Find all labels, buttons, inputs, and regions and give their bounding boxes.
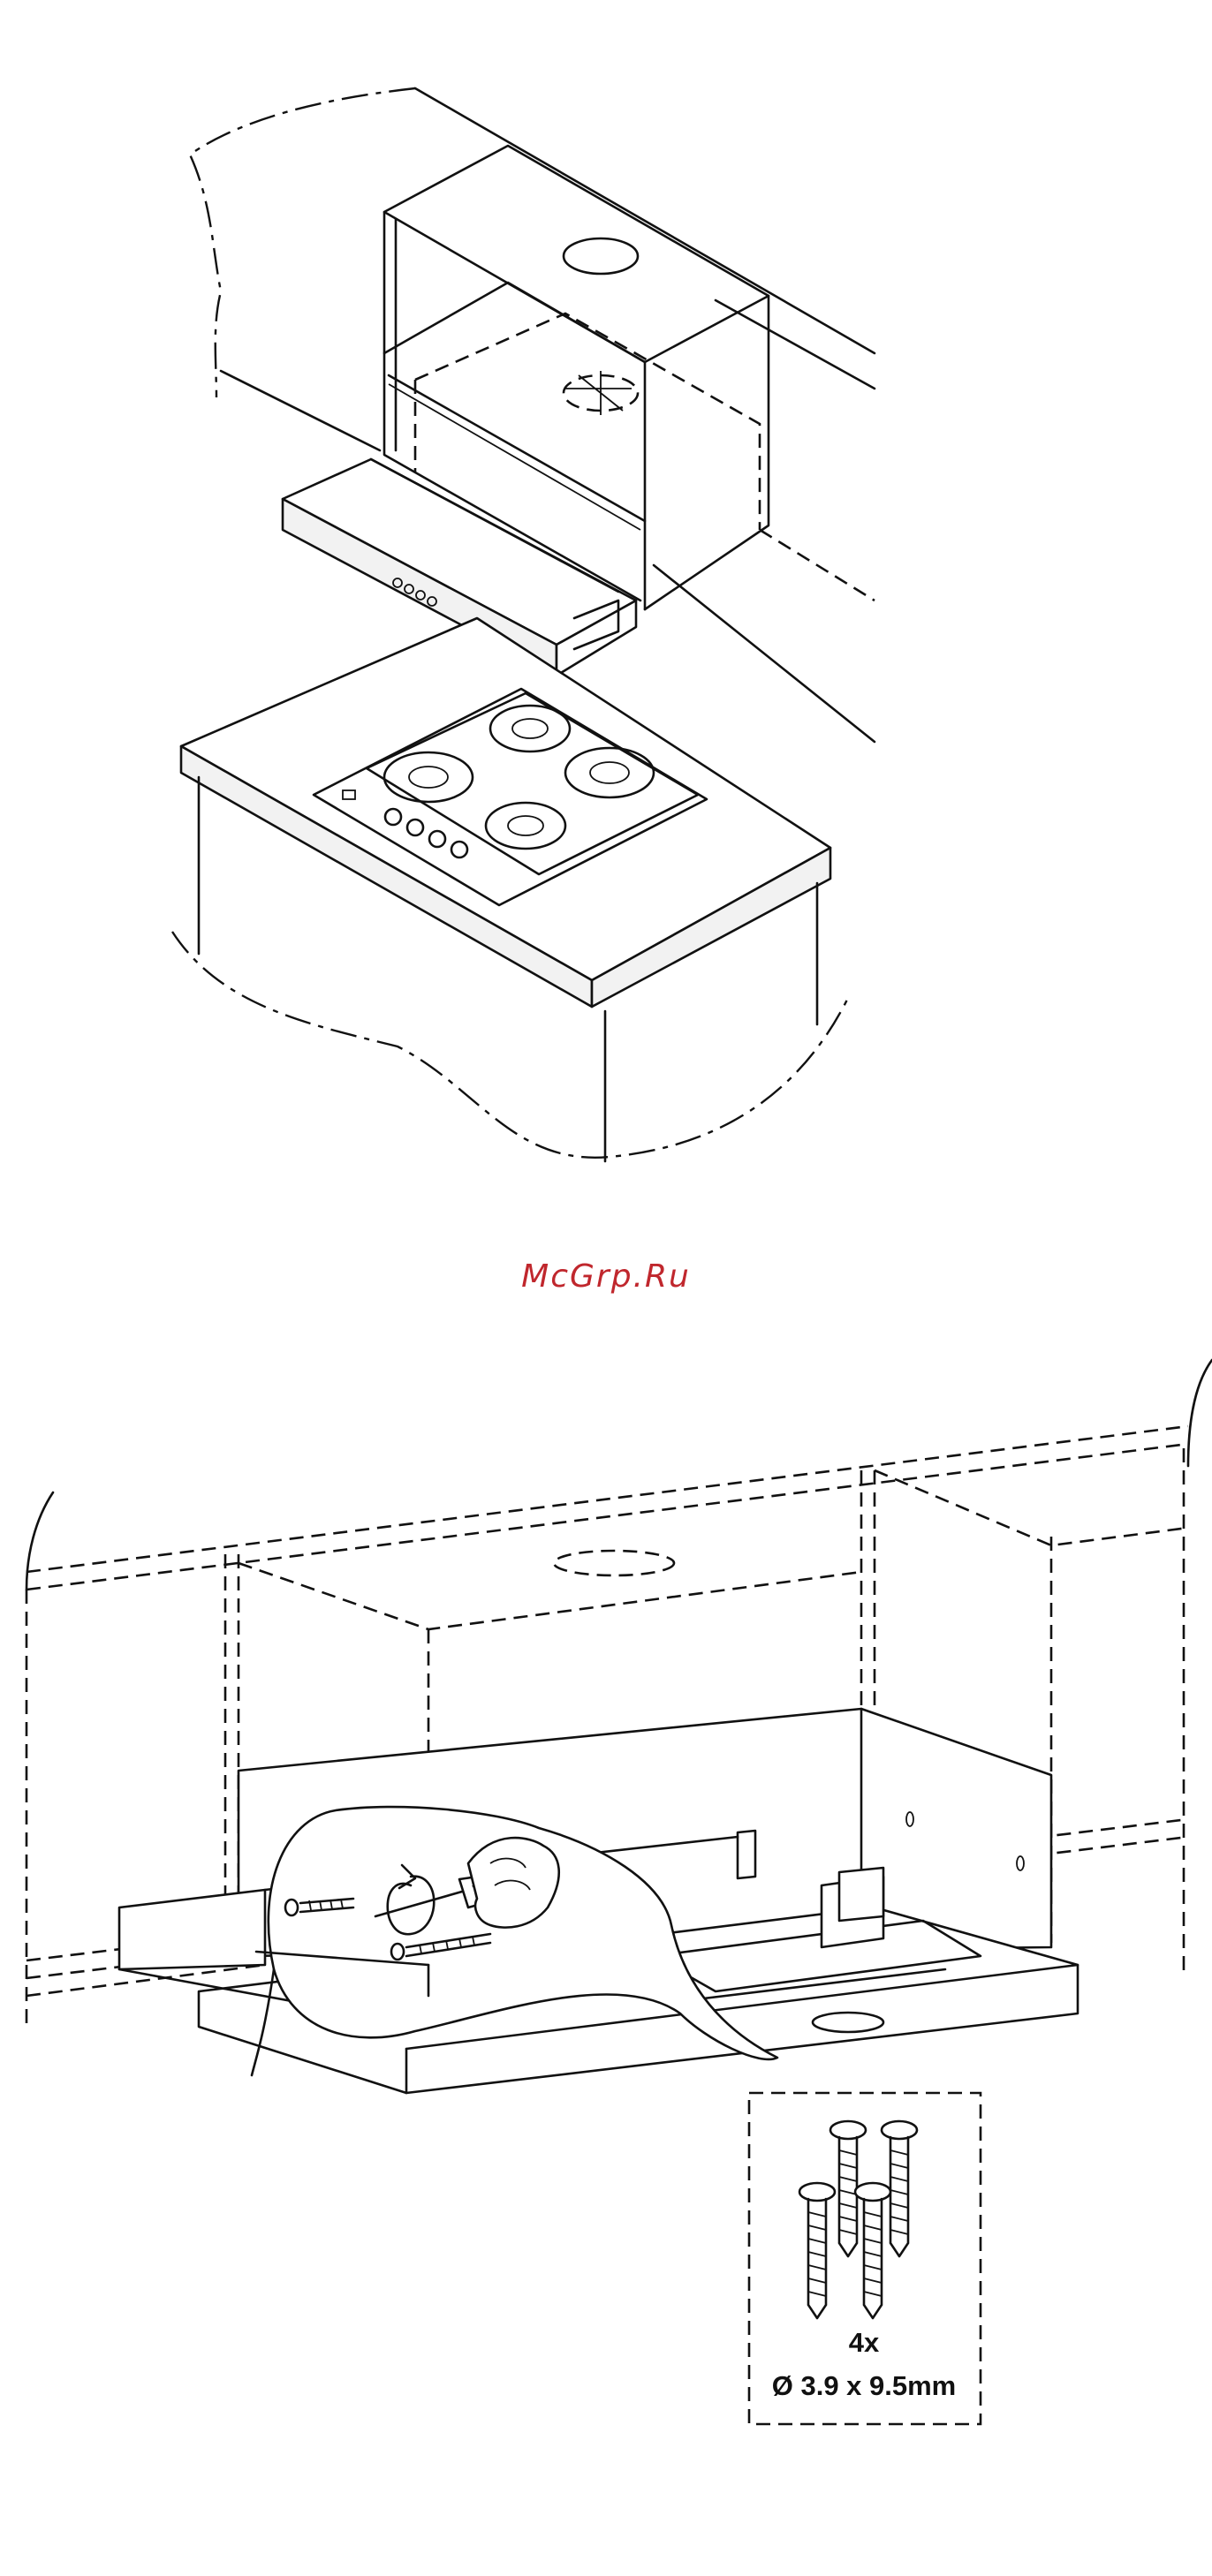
callout-screw-4 bbox=[855, 2183, 890, 2318]
callout-screw-3 bbox=[799, 2183, 835, 2318]
duct-hole-top bbox=[564, 238, 638, 274]
watermark-text: McGrp.Ru bbox=[0, 1258, 1212, 1295]
screw-count-label: 4x bbox=[749, 2327, 979, 2359]
screw-spec-label: Ø 3.9 x 9.5mm bbox=[749, 2370, 979, 2402]
figure-cabinet-hood-installation bbox=[0, 0, 1212, 1183]
figure-hood-screw-fixing bbox=[0, 1325, 1212, 2561]
